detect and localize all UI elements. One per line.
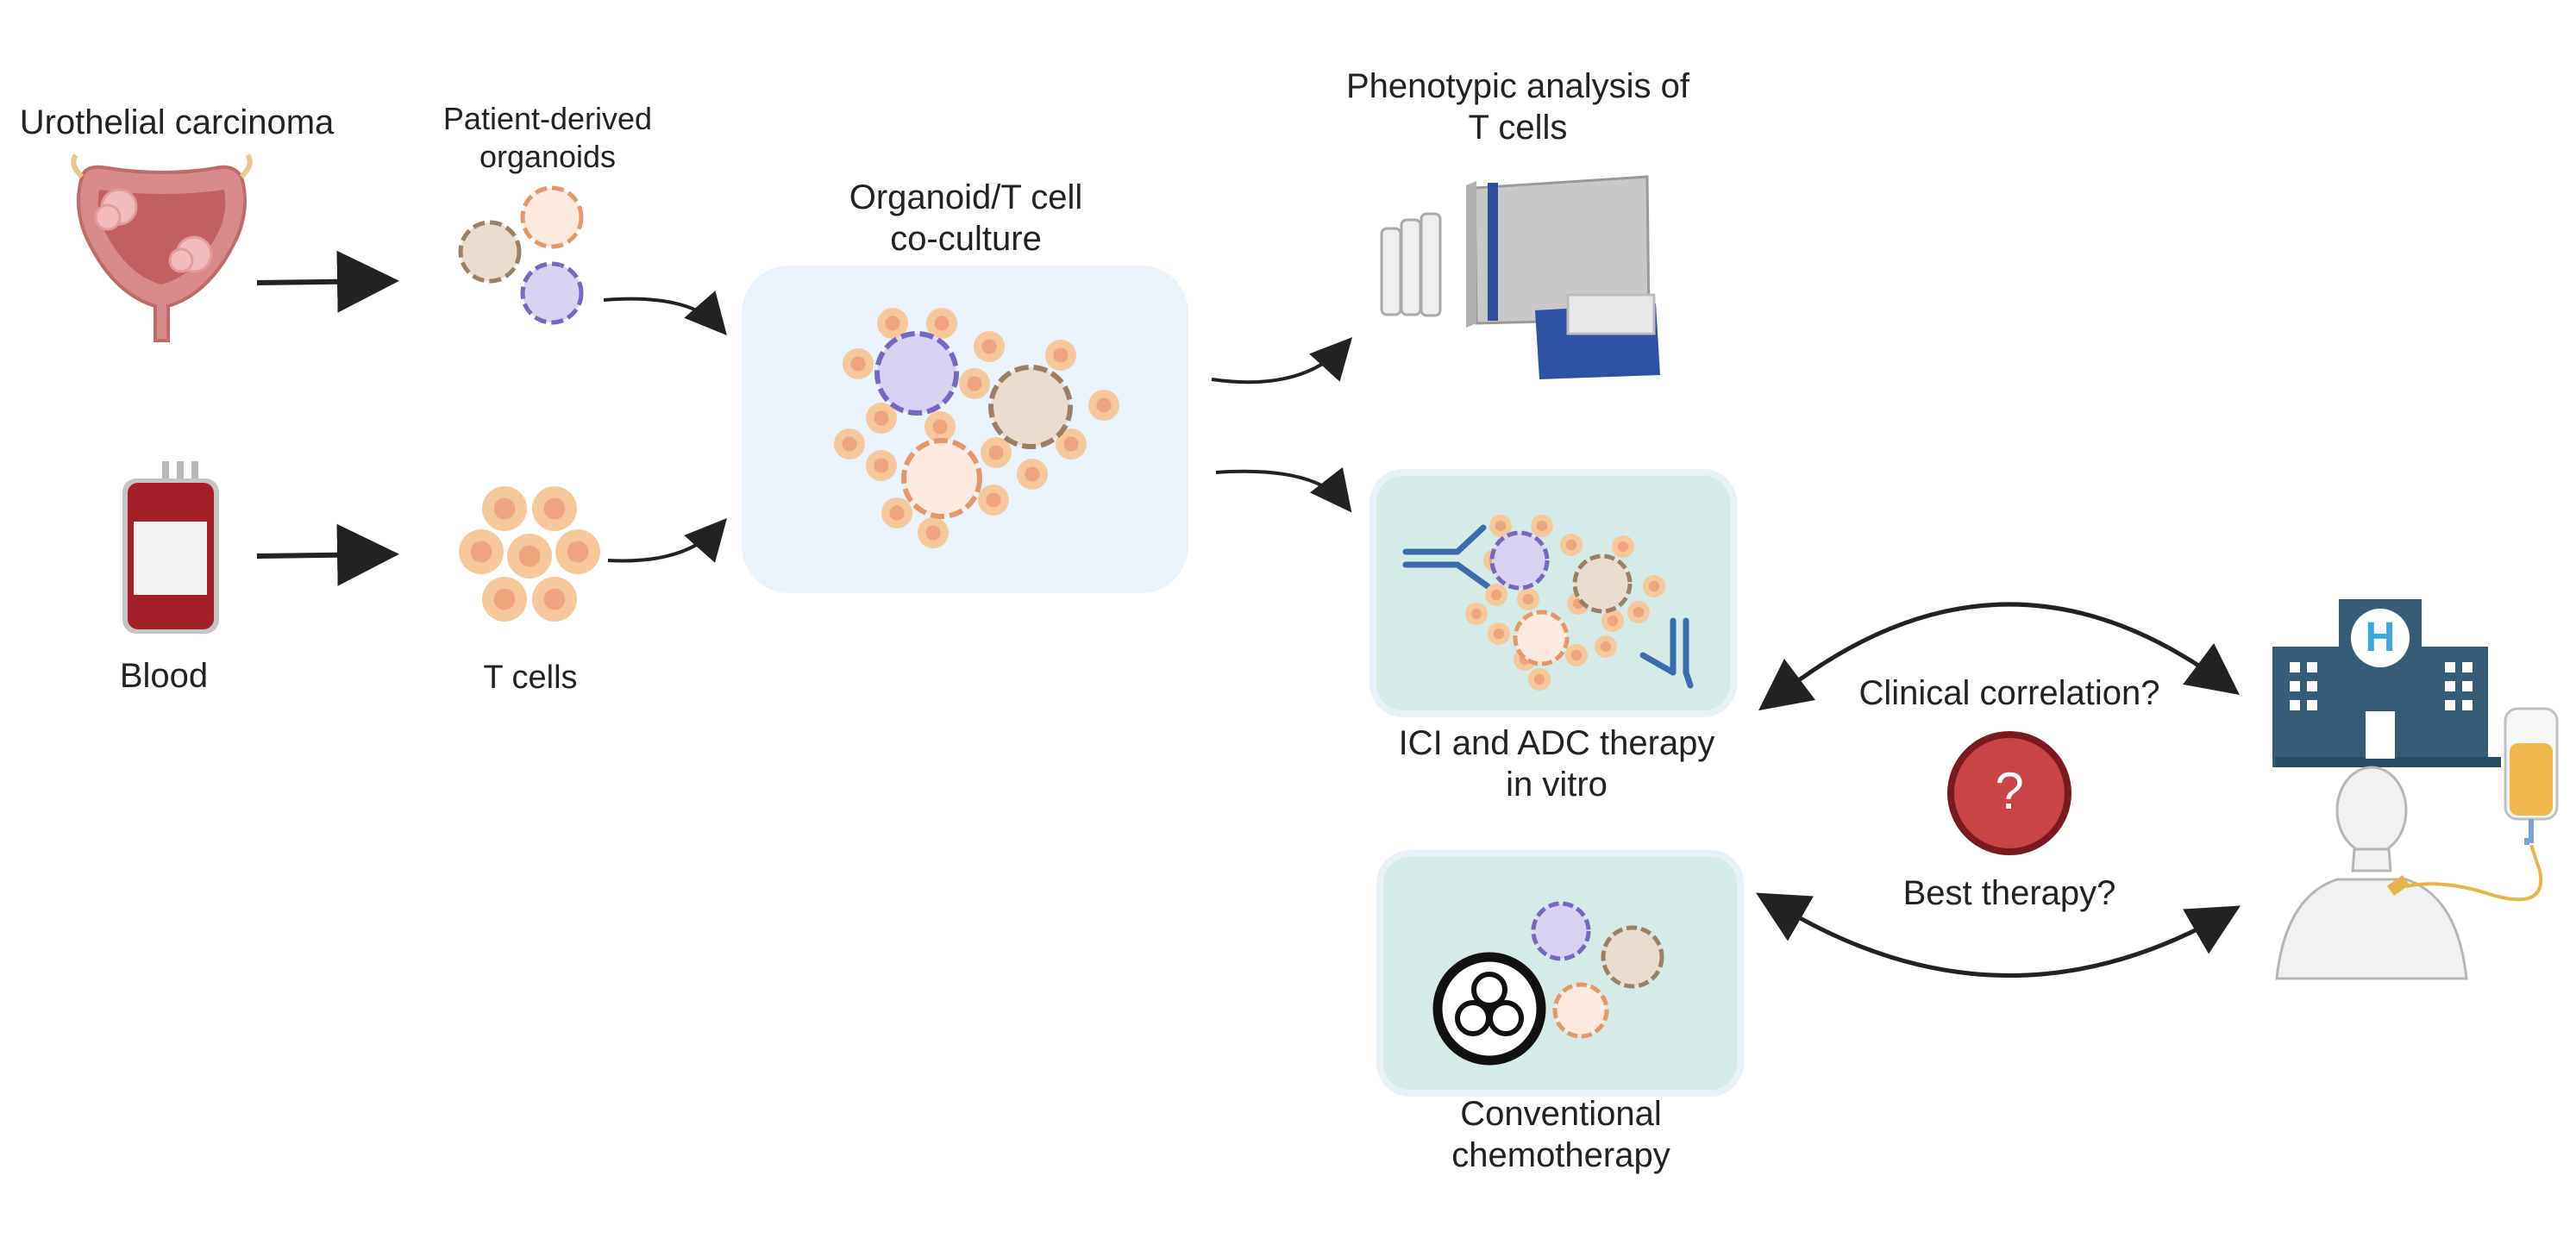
label-conventional-line2: chemotherapy: [1451, 1136, 1670, 1174]
arrow-clinical-correlation: [1758, 602, 2240, 711]
label-phenotypic-line1: Phenotypic analysis of: [1345, 67, 1689, 105]
arrow-tcell-coculture: [607, 518, 727, 563]
label-best-therapy: Best therapy?: [1902, 874, 2116, 912]
label-coculture-line2: co-culture: [890, 220, 1042, 258]
arrow-blood: [256, 523, 399, 586]
label-ici-adc-line1: ICI and ADC therapy: [1398, 724, 1715, 762]
t-cell-icon: [459, 486, 600, 622]
label-blood: Blood: [119, 657, 209, 695]
label-ici-adc: ICI and ADC therapy in vitro: [1354, 722, 1759, 805]
organoid-icon: [458, 185, 584, 325]
patient-icon: [2275, 766, 2468, 980]
arrow-to-therapy: [1215, 466, 1352, 513]
label-clinical-correlation: Clinical correlation?: [1858, 674, 2160, 712]
question-icon: [1947, 731, 2071, 855]
iv-bag-icon: [2405, 707, 2559, 902]
label-conventional-chemotherapy: Conventional chemotherapy: [1363, 1093, 1759, 1176]
arrow-bladder: [256, 250, 399, 313]
label-phenotypic-analysis: Phenotypic analysis of T cells: [1302, 66, 1733, 148]
label-ici-adc-line2: in vitro: [1506, 766, 1608, 804]
bladder-icon: [71, 153, 253, 342]
arrow-organoid-coculture: [603, 291, 727, 336]
arrow-best-therapy: [1756, 892, 2241, 978]
label-patient-derived-organoids: Patient-derived organoids: [401, 100, 694, 176]
label-patient-derived-line1: Patient-derived: [442, 101, 653, 136]
coculture-box: [742, 266, 1188, 593]
antibody-icon: [1402, 524, 1694, 689]
biohazard-icon: [1432, 952, 1546, 1066]
hospital-letter: H: [2365, 615, 2396, 660]
label-coculture-line1: Organoid/T cell: [849, 178, 1083, 216]
label-phenotypic-line2: T cells: [1468, 109, 1568, 147]
hospital-icon: [2272, 599, 2501, 767]
label-patient-derived-line2: organoids: [479, 139, 617, 174]
label-urothelial-carcinoma: Urothelial carcinoma: [19, 103, 335, 141]
blood-bag-icon: [122, 461, 219, 634]
ici-adc-box: [1369, 469, 1737, 717]
chemotherapy-box: [1376, 850, 1744, 1097]
flow-cytometer-icon: [1380, 175, 1660, 379]
label-t-cells: T cells: [483, 660, 578, 696]
label-conventional-line1: Conventional: [1460, 1095, 1662, 1133]
label-coculture: Organoid/T cell co-culture: [802, 177, 1130, 260]
question-mark: ?: [1995, 762, 2024, 820]
arrow-to-phenotypic: [1211, 337, 1353, 385]
